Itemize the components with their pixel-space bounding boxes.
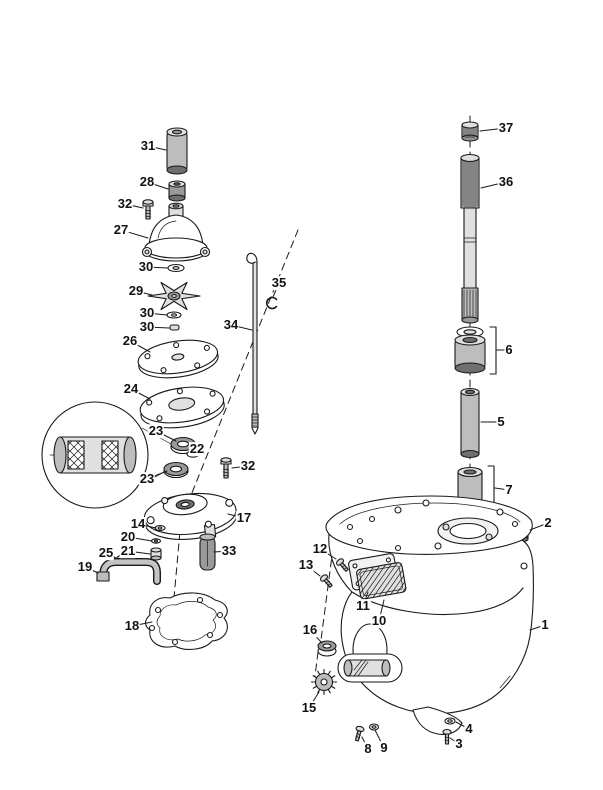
callout-leader-line <box>361 736 369 750</box>
part-32-screw-b <box>220 457 232 479</box>
callout-leader-line <box>146 312 168 316</box>
part-8-screw <box>354 725 365 742</box>
bearing-detail-circle <box>41 401 172 509</box>
skeg <box>412 706 463 735</box>
part-36-driveshaft <box>460 153 480 324</box>
bearing-carrier-detail <box>337 653 403 683</box>
callout-leader-line <box>84 566 99 574</box>
part-20-washer <box>150 538 162 544</box>
part-30-washer-b <box>166 311 182 319</box>
part-34-shift-shaft <box>246 252 259 435</box>
callout-leader-line <box>529 624 546 631</box>
callout-leader-line <box>129 340 151 353</box>
anti-ventilation-plate <box>325 495 533 555</box>
part-18-gasket <box>144 592 228 650</box>
part-19-water-pickup-tube <box>96 558 161 585</box>
callout-leader-line <box>130 388 151 400</box>
part-26-face-plate <box>137 339 219 379</box>
callout-leader-line <box>105 552 119 560</box>
part-35-clip <box>265 296 278 310</box>
bearing-roller <box>67 440 85 470</box>
callout-leader-line <box>374 729 385 749</box>
callout-leader-line <box>145 266 169 269</box>
part-28-grommet <box>168 180 186 202</box>
callout-leader-line <box>135 290 153 296</box>
callout-leader-line <box>127 550 151 555</box>
callout-leader-line <box>305 564 321 577</box>
part-32-screw-a <box>142 199 154 220</box>
callout-leader-line <box>155 430 177 442</box>
part-24-gasket-plate <box>139 386 225 429</box>
part-4-washer <box>444 717 456 725</box>
part-10-intake-screen <box>356 562 407 600</box>
part-13-screw <box>319 574 333 588</box>
callout-leader-line <box>480 181 507 189</box>
part-5-water-tube <box>460 387 480 459</box>
bearing-roller <box>101 440 119 470</box>
callout-leader-line <box>146 470 168 480</box>
part-6-bearing-sleeve <box>454 326 497 375</box>
callout-leader-line <box>494 487 510 491</box>
callout-leader-line <box>147 145 167 151</box>
callout-leader-line <box>124 203 144 209</box>
part-23-seal-b <box>163 461 189 479</box>
callout-leader-line <box>213 550 230 553</box>
callout-leader-line <box>231 465 249 469</box>
part-31-driveshaft-sleeve <box>166 127 188 175</box>
callout-leader-line <box>449 737 460 745</box>
callout-leader-line <box>146 326 170 329</box>
part-30-drive-key <box>169 324 180 331</box>
callout-leader-line <box>308 691 320 709</box>
callout-leader-line <box>127 536 153 542</box>
part-3-screw <box>442 728 452 745</box>
part-15-pinion-gear <box>310 668 338 696</box>
part-29-impeller <box>147 281 201 311</box>
part-1-gearcase-housing <box>325 495 534 735</box>
part-27-water-pump-housing <box>141 202 211 262</box>
part-16-seal <box>317 640 337 657</box>
callout-leader-line <box>309 629 323 644</box>
part-17-pump-base <box>143 492 238 540</box>
part-37-coupler <box>461 121 479 142</box>
part-9-washer <box>368 723 380 731</box>
callout-leader-line <box>146 181 169 190</box>
part-33-seal-holder <box>199 533 216 571</box>
callout-leader-line <box>479 127 507 132</box>
callout-leader-line <box>230 324 253 331</box>
part-12-screw <box>335 558 349 572</box>
callout-leader-line <box>120 229 149 239</box>
part-30-washer-a <box>167 263 185 273</box>
part-21-sleeve <box>150 547 162 561</box>
